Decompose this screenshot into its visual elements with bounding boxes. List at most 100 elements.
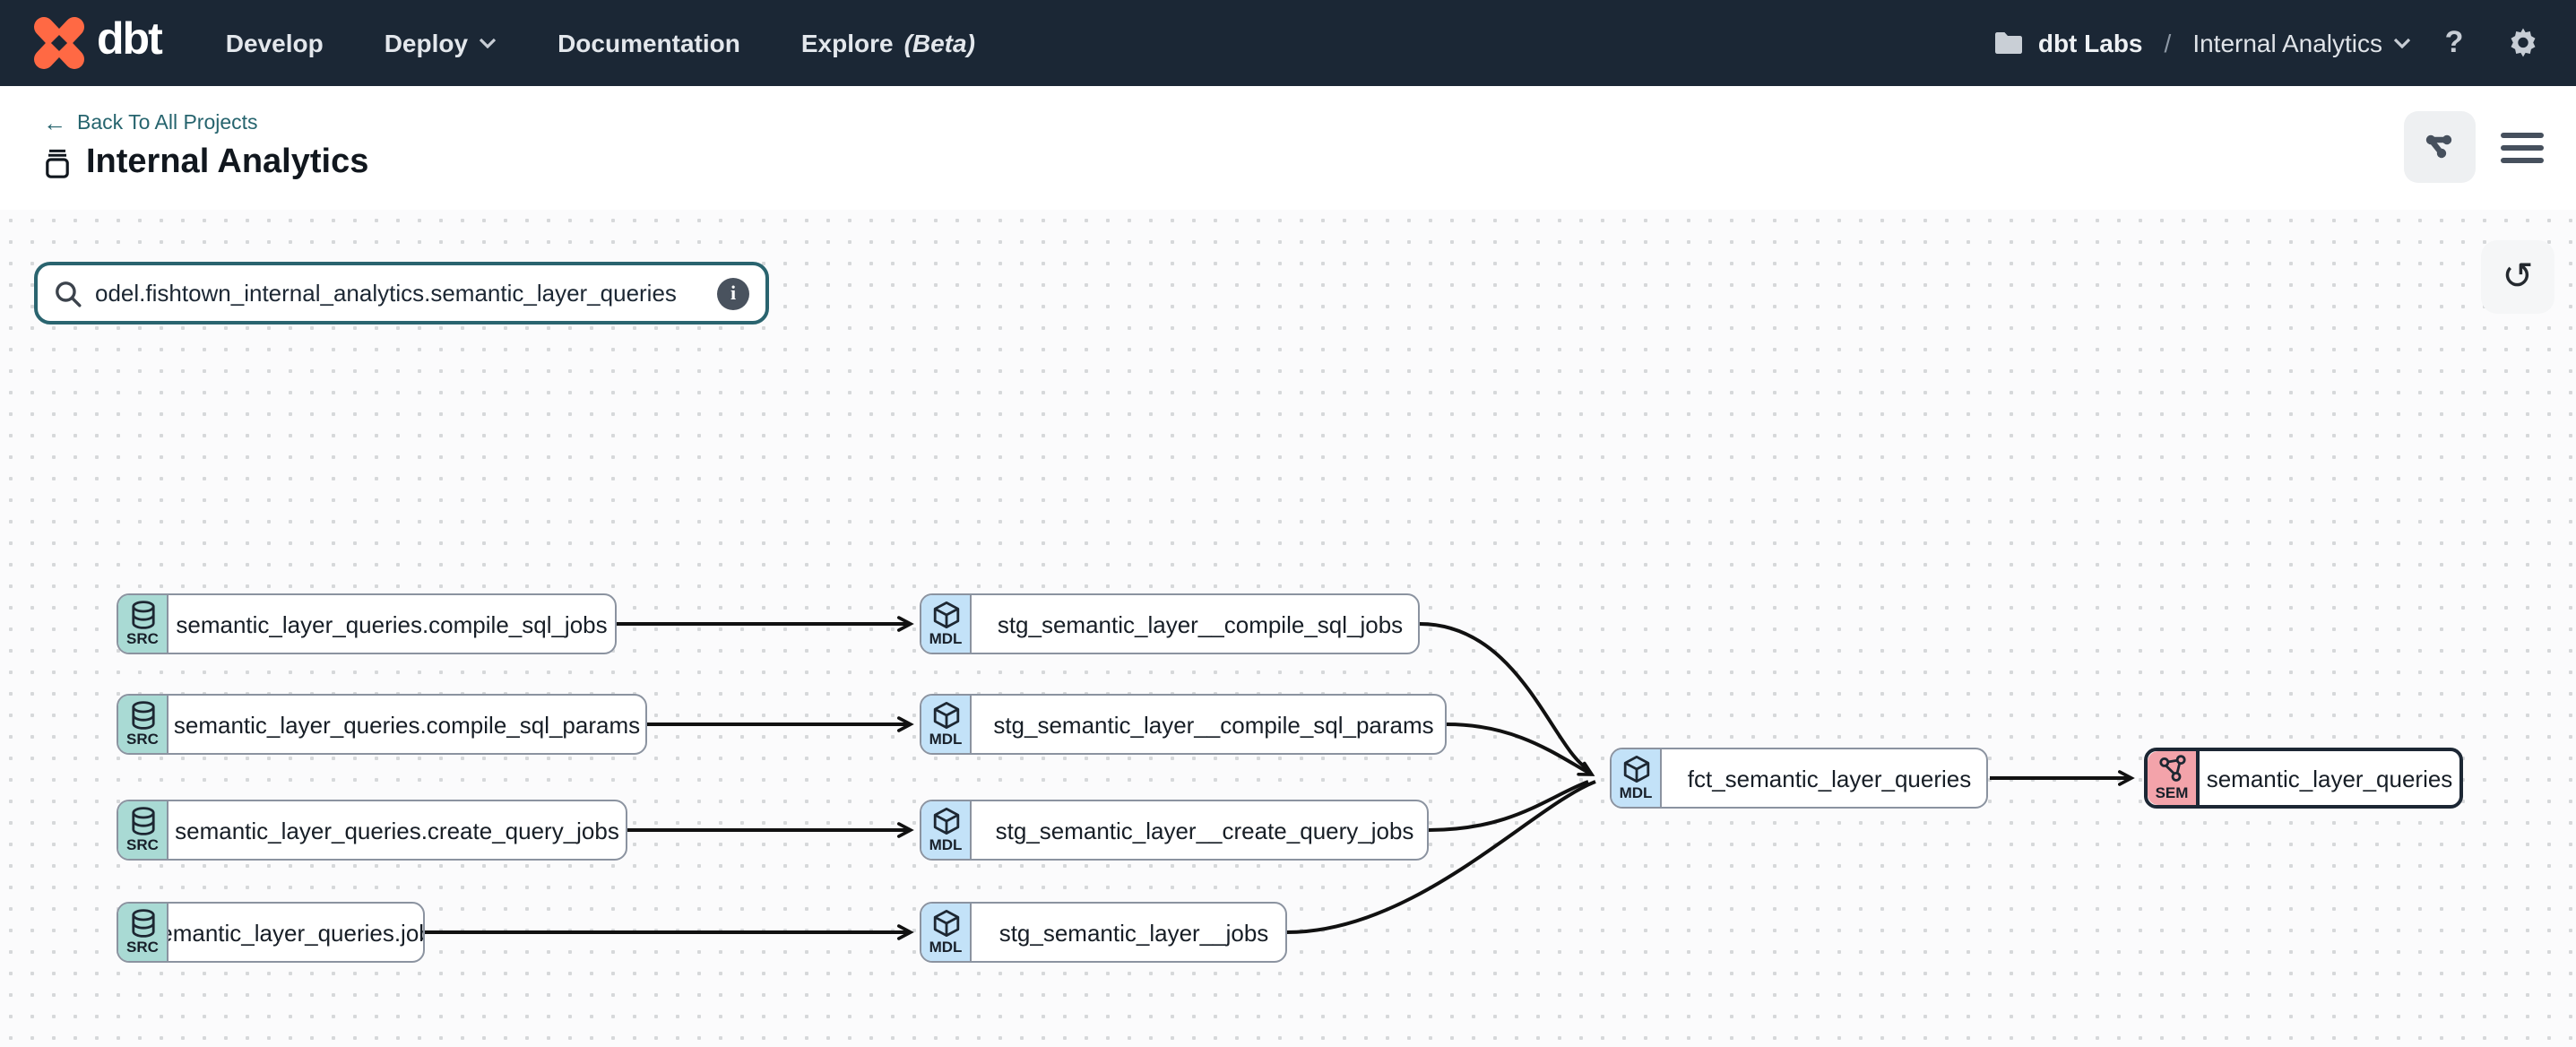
node-label: semantic_layer_queries.create_query_jobs (175, 817, 619, 844)
node-label: semantic_layer_queries (2206, 765, 2453, 792)
cube-icon (932, 808, 959, 835)
top-navbar: dbt Develop Deploy Documentation Explore… (0, 0, 2576, 86)
lineage-canvas[interactable]: odel.fishtown_internal_analytics.semanti… (0, 210, 2576, 1047)
node-label: semantic_layer_queries.compile_sql_param… (173, 711, 641, 738)
graph-node-model-fct-semantic-layer-queries[interactable]: MDL fct_semantic_layer_queries (1610, 748, 1988, 809)
node-type-label: MDL (1619, 783, 1653, 802)
project-icon (46, 148, 69, 177)
navbar-right: dbt Labs / Internal Analytics ? (1993, 18, 2547, 68)
graph-node-model-stg-compile-sql-params[interactable]: MDL stg_semantic_layer__compile_sql_para… (920, 694, 1447, 755)
node-type-badge: SEM (2148, 751, 2200, 805)
node-label: stg_semantic_layer__compile_sql_jobs (997, 610, 1404, 637)
lineage-view-button[interactable] (2404, 111, 2476, 183)
graph-node-semantic-layer-queries[interactable]: SEM semantic_layer_queries (2144, 748, 2463, 809)
node-body: fct_semantic_layer_queries (1662, 749, 1986, 807)
node-type-label: SRC (126, 938, 159, 956)
search-value: odel.fishtown_internal_analytics.semanti… (95, 280, 677, 307)
node-type-label: SEM (2155, 783, 2189, 802)
beta-tag: (Beta) (903, 29, 975, 57)
node-type-badge: MDL (921, 904, 972, 961)
node-body: semantic_layer_queries.compile_sql_param… (169, 696, 645, 753)
node-body: semantic_layer_queries.compile_sql_jobs (169, 595, 615, 653)
cube-icon (932, 601, 959, 629)
database-icon (131, 701, 154, 731)
graph-node-source-compile-sql-jobs[interactable]: SRC semantic_layer_queries.compile_sql_j… (117, 593, 617, 654)
dbt-logo-icon (34, 17, 84, 69)
node-label: stg_semantic_layer__compile_sql_params (993, 711, 1434, 738)
lineage-icon (2425, 134, 2452, 159)
nav-item-develop[interactable]: Develop (225, 29, 324, 57)
node-label: fct_semantic_layer_queries (1687, 765, 1972, 792)
cube-icon (1622, 756, 1649, 783)
nav-item-deploy[interactable]: Deploy (385, 29, 497, 57)
menu-icon (2501, 132, 2544, 137)
node-body: stg_semantic_layer__compile_sql_jobs (972, 595, 1418, 653)
node-type-label: MDL (929, 629, 963, 648)
graph-node-source-jobs[interactable]: SRC semantic_layer_queries.jobs (117, 902, 425, 963)
node-body: semantic_layer_queries (2200, 751, 2459, 805)
node-type-label: SRC (126, 730, 159, 748)
menu-button[interactable] (2501, 132, 2544, 162)
reset-view-button[interactable]: ↺ (2481, 240, 2554, 314)
graph-node-model-stg-jobs[interactable]: MDL stg_semantic_layer__jobs (920, 902, 1287, 963)
node-body: stg_semantic_layer__create_query_jobs (972, 801, 1427, 859)
back-arrow-icon: ← (43, 109, 66, 136)
title-row: Internal Analytics (43, 143, 368, 183)
node-body: stg_semantic_layer__jobs (972, 904, 1285, 961)
node-label: semantic_layer_queries.compile_sql_jobs (176, 610, 608, 637)
gear-icon (2510, 27, 2535, 56)
node-type-badge: MDL (921, 696, 972, 753)
dbt-logo[interactable]: dbt (32, 14, 163, 70)
nav-menu: Develop Deploy Documentation Explore (Be… (226, 29, 975, 57)
account-name: dbt Labs (2037, 29, 2143, 57)
node-type-badge: SRC (118, 696, 169, 753)
node-body: stg_semantic_layer__compile_sql_params (972, 696, 1445, 753)
nav-item-explore[interactable]: Explore (Beta) (800, 29, 975, 57)
help-button[interactable]: ? (2429, 18, 2479, 68)
cube-icon (932, 910, 959, 938)
search-icon (56, 281, 82, 307)
database-icon (131, 909, 154, 939)
graph-node-source-create-query-jobs[interactable]: SRC semantic_layer_queries.create_query_… (117, 800, 627, 861)
node-label: stg_semantic_layer__create_query_jobs (995, 817, 1414, 844)
node-type-label: MDL (929, 835, 963, 854)
project-selector[interactable]: Internal Analytics (2192, 29, 2411, 57)
node-type-badge: SRC (118, 801, 169, 859)
node-type-badge: MDL (1612, 749, 1662, 807)
info-icon[interactable]: i (717, 277, 749, 309)
chevron-down-icon (479, 38, 497, 48)
help-icon: ? (2444, 25, 2464, 59)
account-breadcrumb[interactable]: dbt Labs (1993, 29, 2143, 57)
node-type-badge: SRC (118, 904, 169, 961)
page-header: ← Back To All Projects Internal Analytic… (0, 86, 2576, 212)
header-actions (2404, 111, 2544, 183)
node-type-badge: SRC (118, 595, 169, 653)
back-to-projects-link[interactable]: ← Back To All Projects (43, 109, 258, 136)
node-body: semantic_layer_queries.create_query_jobs (169, 801, 626, 859)
node-type-label: SRC (126, 629, 159, 648)
breadcrumb-separator: / (2164, 29, 2172, 57)
brand-name: dbt (97, 14, 163, 65)
node-label: semantic_layer_queries.jobs (169, 919, 423, 946)
node-type-label: MDL (929, 730, 963, 748)
semantic-model-icon (2158, 755, 2185, 783)
settings-button[interactable] (2497, 18, 2547, 68)
node-type-label: MDL (929, 938, 963, 956)
nav-item-documentation[interactable]: Documentation (558, 29, 740, 57)
graph-node-model-stg-compile-sql-jobs[interactable]: MDL stg_semantic_layer__compile_sql_jobs (920, 593, 1420, 654)
node-body: semantic_layer_queries.jobs (169, 904, 423, 961)
cube-icon (932, 702, 959, 730)
folder-icon (1994, 32, 2022, 54)
node-type-badge: MDL (921, 801, 972, 859)
search-input[interactable]: odel.fishtown_internal_analytics.semanti… (34, 262, 769, 324)
node-type-badge: MDL (921, 595, 972, 653)
graph-node-model-stg-create-query-jobs[interactable]: MDL stg_semantic_layer__create_query_job… (920, 800, 1429, 861)
node-label: stg_semantic_layer__jobs (998, 919, 1269, 946)
page-title: Internal Analytics (86, 143, 369, 181)
node-type-label: SRC (126, 835, 159, 854)
database-icon (131, 601, 154, 630)
chevron-down-icon (2393, 38, 2411, 48)
graph-node-source-compile-sql-params[interactable]: SRC semantic_layer_queries.compile_sql_p… (117, 694, 647, 755)
reset-icon: ↺ (2502, 256, 2534, 298)
